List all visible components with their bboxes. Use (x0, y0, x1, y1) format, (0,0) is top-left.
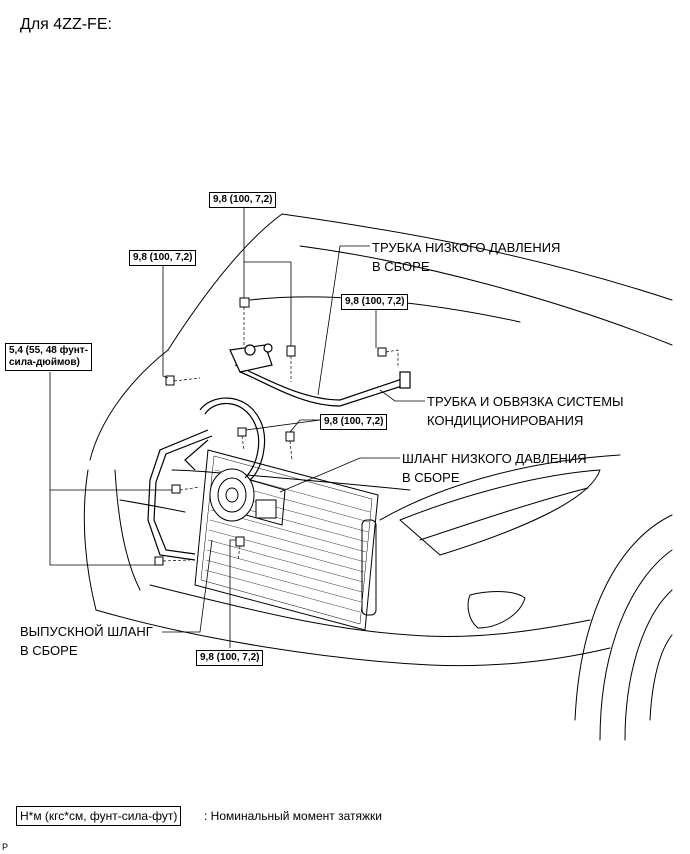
hood-inner-line (299, 245, 673, 346)
label-discharge-hose-line1: ВЫПУСКНОЙ ШЛАНГ (20, 624, 153, 639)
torque-spec-top: 9,8 (100, 7,2) (209, 192, 277, 208)
label-discharge-hose-line2: В СБОРЕ (20, 643, 78, 658)
label-low-pressure-hose: ШЛАНГ НИЗКОГО ДАВЛЕНИЯ В СБОРЕ (402, 449, 587, 487)
compressor (209, 468, 286, 526)
leader-ac-tube (379, 389, 425, 402)
leader-t6 (49, 372, 172, 491)
bumper-outline (95, 609, 431, 666)
leader-low-pressure-hose (279, 457, 400, 493)
label-low-pressure-hose-line1: ШЛАНГ НИЗКОГО ДАВЛЕНИЯ (402, 451, 587, 466)
torque-spec-inch-pound-line1: 5,4 (55, 48 фунт- (9, 345, 89, 356)
torque-units-legend-box: Н*м (кгс*см, фунт-сила-фут) (16, 806, 182, 826)
hood-outline (281, 213, 673, 301)
leader-t4 (289, 419, 320, 433)
label-ac-tube-harness-line1: ТРУБКА И ОБВЯЗКА СИСТЕМЫ (427, 394, 624, 409)
torque-spec-bottom: 9,8 (100, 7,2) (196, 650, 264, 666)
wheel-arch (574, 514, 673, 721)
engine-variant-heading: Для 4ZZ-FE: (20, 16, 112, 33)
torque-units-legend-text: : Номинальный момент затяжки (204, 809, 382, 823)
discharge-hose (199, 397, 266, 481)
torque-spec-inch-pound-line2: сила-дюймов) (9, 357, 80, 368)
torque-spec-center: 9,8 (100, 7,2) (320, 414, 388, 430)
torque-spec-left-upper: 9,8 (100, 7,2) (129, 250, 197, 266)
leader-t5 (229, 539, 236, 648)
fender-outline (89, 349, 169, 461)
foglight-outline (467, 591, 526, 629)
label-low-pressure-tube-line2: В СБОРЕ (372, 259, 430, 274)
bolts (154, 297, 387, 566)
leader-discharge-hose (162, 539, 213, 633)
label-low-pressure-hose-line2: В СБОРЕ (402, 470, 460, 485)
hood-edge (167, 213, 283, 351)
wheel-outline (599, 549, 673, 741)
figure-mark: P (2, 842, 9, 852)
label-ac-tube-harness: ТРУБКА И ОБВЯЗКА СИСТЕМЫ КОНДИЦИОНИРОВАН… (427, 392, 624, 430)
label-low-pressure-tube-line1: ТРУБКА НИЗКОГО ДАВЛЕНИЯ (372, 240, 561, 255)
torque-spec-right: 9,8 (100, 7,2) (341, 294, 409, 310)
leader-low-pressure-tube (317, 245, 370, 396)
label-discharge-hose: ВЫПУСКНОЙ ШЛАНГ В СБОРЕ (20, 622, 153, 660)
leader-t2 (162, 265, 169, 379)
headlight-outline (399, 469, 601, 556)
label-ac-tube-harness-line2: КОНДИЦИОНИРОВАНИЯ (427, 413, 584, 428)
label-low-pressure-tube: ТРУБКА НИЗКОГО ДАВЛЕНИЯ В СБОРЕ (372, 238, 560, 276)
torque-spec-inch-pound: 5,4 (55, 48 фунт- сила-дюймов) (5, 343, 93, 371)
ac-tube-left (147, 429, 209, 561)
